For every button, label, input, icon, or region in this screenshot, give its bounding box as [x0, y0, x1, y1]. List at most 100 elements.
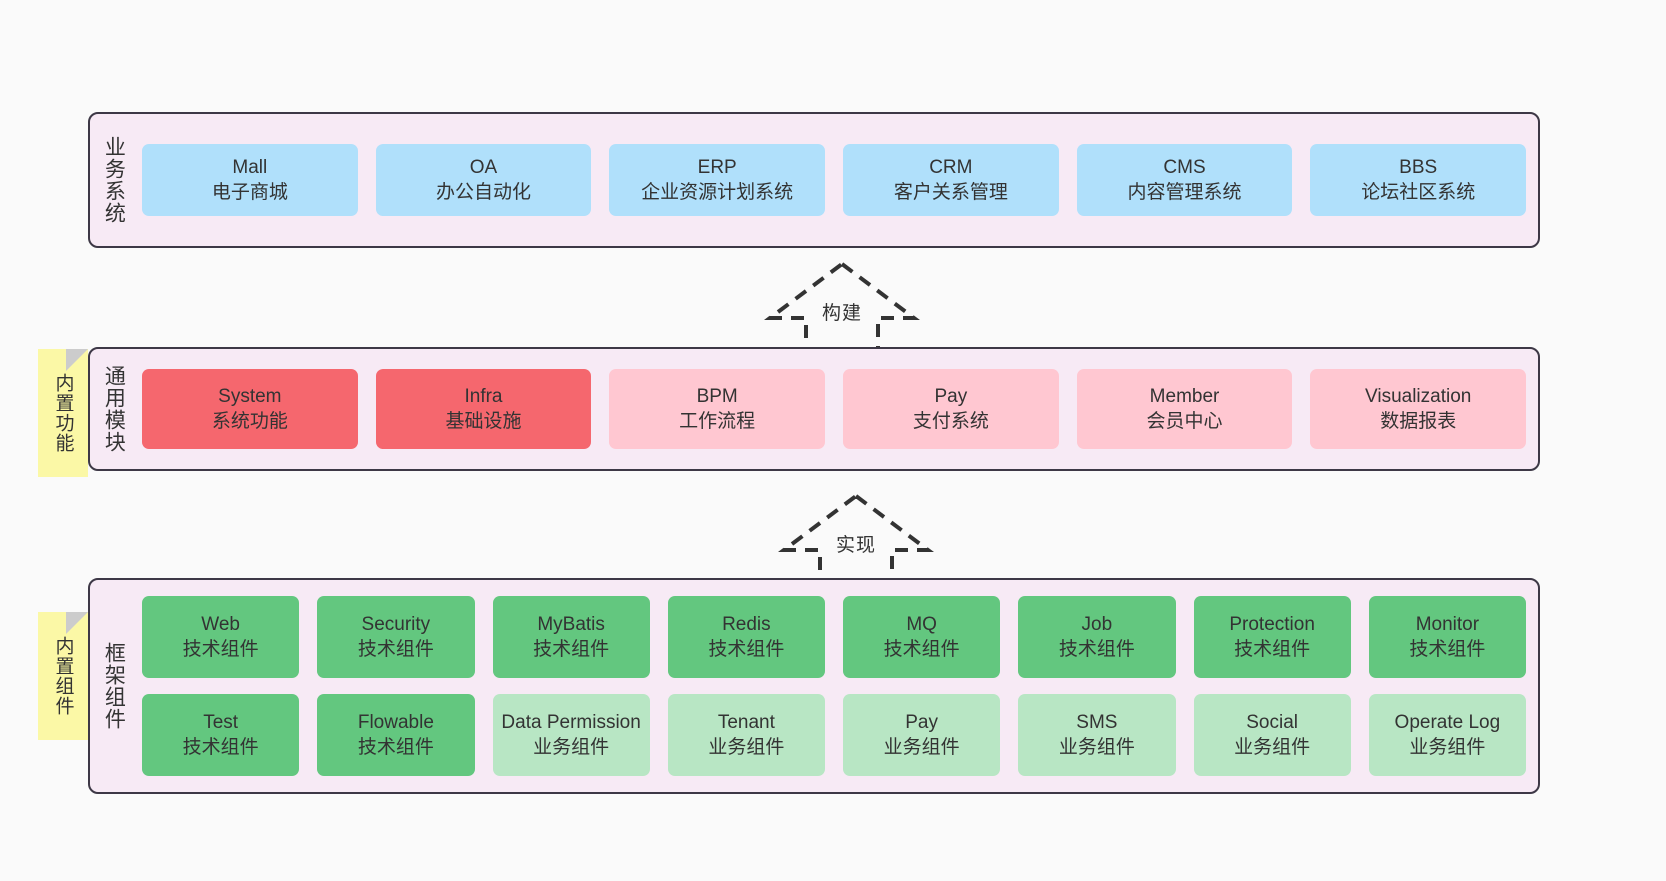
- card-erp[interactable]: ERP 企业资源计划系统: [609, 144, 826, 216]
- card-title-cn: 技术组件: [1409, 639, 1486, 660]
- card-operate-log[interactable]: Operate Log 业务组件: [1368, 694, 1526, 776]
- card-title-en: Social: [1246, 711, 1298, 733]
- card-mybatis[interactable]: MyBatis 技术组件: [492, 596, 650, 678]
- layer-framework-component: 框架组件 Web 技术组件 Security 技术组件 MyBatis 技术组件…: [88, 578, 1540, 794]
- sticky-note-builtin-features: 内置功能: [38, 349, 88, 477]
- card-bbs[interactable]: BBS 论坛社区系统: [1310, 144, 1527, 216]
- sticky-note-builtin-components: 内置组件: [38, 612, 88, 740]
- card-title-en: MQ: [906, 613, 937, 635]
- card-title-cn: 业务组件: [1409, 737, 1486, 758]
- card-title-en: CRM: [929, 156, 973, 178]
- card-infra[interactable]: Infra 基础设施: [375, 369, 592, 449]
- card-title-cn: 技术组件: [182, 737, 259, 758]
- card-title-en: MyBatis: [537, 613, 605, 635]
- card-system[interactable]: System 系统功能: [142, 369, 358, 449]
- layer-title-framework: 框架组件: [102, 642, 126, 730]
- card-data-permission[interactable]: Data Permission 业务组件: [492, 694, 650, 776]
- card-title-cn: 技术组件: [357, 639, 434, 660]
- card-title-cn: 支付系统: [912, 411, 989, 432]
- card-title-cn: 工作流程: [679, 411, 756, 432]
- card-title-en: BPM: [696, 385, 738, 407]
- card-title-cn: 业务组件: [883, 737, 960, 758]
- card-tenant[interactable]: Tenant 业务组件: [667, 694, 825, 776]
- layer-common-module: 通用模块 System 系统功能 Infra 基础设施 BPM 工作流程 Pay…: [88, 347, 1540, 471]
- framework-row-tech: Web 技术组件 Security 技术组件 MyBatis 技术组件 Redi…: [142, 596, 1526, 678]
- card-mq[interactable]: MQ 技术组件: [843, 596, 1001, 678]
- card-title-en: Protection: [1229, 613, 1315, 635]
- layer-body-common: System 系统功能 Infra 基础设施 BPM 工作流程 Pay 支付系统…: [136, 349, 1538, 469]
- card-title-cn: 系统功能: [211, 411, 288, 432]
- card-title-en: Pay: [934, 385, 968, 407]
- card-title-cn: 技术组件: [533, 639, 610, 660]
- layer-business-system: 业务系统 Mall 电子商城 OA 办公自动化 ERP 企业资源计划系统 CRM…: [88, 112, 1540, 248]
- card-title-cn: 企业资源计划系统: [641, 182, 794, 203]
- card-title-en: CMS: [1163, 156, 1206, 178]
- sticky-note-text: 内置功能: [52, 373, 74, 453]
- card-title-cn: 内容管理系统: [1127, 182, 1242, 203]
- arrow-implement-icon: [778, 493, 934, 584]
- card-title-en: Data Permission: [501, 711, 641, 733]
- card-test[interactable]: Test 技术组件: [142, 694, 300, 776]
- card-title-cn: 技术组件: [1234, 639, 1311, 660]
- arrow-implement: 实现: [776, 492, 936, 584]
- card-title-en: BBS: [1399, 156, 1438, 178]
- card-title-cn: 数据报表: [1380, 411, 1457, 432]
- card-title-en: SMS: [1076, 711, 1118, 733]
- card-title-en: Infra: [464, 385, 503, 407]
- card-title-en: Pay: [905, 711, 938, 733]
- card-title-en: Web: [201, 613, 240, 635]
- card-title-cn: 技术组件: [357, 737, 434, 758]
- card-title-en: ERP: [697, 156, 737, 178]
- card-redis[interactable]: Redis 技术组件: [667, 596, 825, 678]
- card-title-en: Security: [361, 613, 431, 635]
- card-title-cn: 客户关系管理: [893, 182, 1008, 203]
- arrow-build: 构建: [762, 260, 922, 352]
- card-title-en: Monitor: [1415, 613, 1480, 635]
- card-title-cn: 技术组件: [883, 639, 960, 660]
- card-title-cn: 业务组件: [1058, 737, 1135, 758]
- card-title-cn: 业务组件: [708, 737, 785, 758]
- layer-title-common: 通用模块: [102, 365, 126, 453]
- common-row: System 系统功能 Infra 基础设施 BPM 工作流程 Pay 支付系统…: [142, 369, 1527, 449]
- card-title-en: Visualization: [1365, 385, 1472, 407]
- card-mall[interactable]: Mall 电子商城: [142, 144, 358, 216]
- card-title-en: Flowable: [357, 711, 434, 733]
- card-title-cn: 基础设施: [445, 411, 522, 432]
- card-web[interactable]: Web 技术组件: [142, 596, 300, 678]
- card-title-cn: 业务组件: [1234, 737, 1311, 758]
- card-title-cn: 办公自动化: [436, 182, 532, 203]
- card-title-cn: 技术组件: [182, 639, 259, 660]
- card-title-cn: 技术组件: [708, 639, 785, 660]
- card-title-en: Member: [1149, 385, 1220, 407]
- card-title-cn: 电子商城: [211, 182, 288, 203]
- card-visualization[interactable]: Visualization 数据报表: [1310, 369, 1527, 449]
- card-title-cn: 论坛社区系统: [1361, 182, 1476, 203]
- card-protection[interactable]: Protection 技术组件: [1193, 596, 1351, 678]
- card-crm[interactable]: CRM 客户关系管理: [843, 144, 1059, 216]
- layer-title-business: 业务系统: [102, 136, 126, 224]
- card-monitor[interactable]: Monitor 技术组件: [1368, 596, 1526, 678]
- card-title-en: Mall: [232, 156, 268, 178]
- card-sms[interactable]: SMS 业务组件: [1018, 694, 1176, 776]
- card-social[interactable]: Social 业务组件: [1193, 694, 1351, 776]
- card-title-en: Tenant: [717, 711, 775, 733]
- card-bpm[interactable]: BPM 工作流程: [609, 369, 826, 449]
- card-title-en: System: [218, 385, 282, 407]
- card-title-en: OA: [469, 156, 498, 178]
- card-job[interactable]: Job 技术组件: [1018, 596, 1176, 678]
- card-member[interactable]: Member 会员中心: [1076, 369, 1293, 449]
- card-security[interactable]: Security 技术组件: [317, 596, 475, 678]
- card-flowable[interactable]: Flowable 技术组件: [317, 694, 475, 776]
- layer-body-business: Mall 电子商城 OA 办公自动化 ERP 企业资源计划系统 CRM 客户关系…: [136, 114, 1538, 246]
- card-oa[interactable]: OA 办公自动化: [375, 144, 592, 216]
- card-pay-business[interactable]: Pay 业务组件: [843, 694, 1001, 776]
- card-title-en: Redis: [722, 613, 771, 635]
- card-title-cn: 会员中心: [1146, 411, 1223, 432]
- business-row: Mall 电子商城 OA 办公自动化 ERP 企业资源计划系统 CRM 客户关系…: [142, 144, 1527, 216]
- card-cms[interactable]: CMS 内容管理系统: [1076, 144, 1293, 216]
- card-pay[interactable]: Pay 支付系统: [843, 369, 1059, 449]
- card-title-en: Operate Log: [1394, 711, 1501, 733]
- framework-row-business: Test 技术组件 Flowable 技术组件 Data Permission …: [142, 694, 1526, 776]
- card-title-en: Job: [1081, 613, 1113, 635]
